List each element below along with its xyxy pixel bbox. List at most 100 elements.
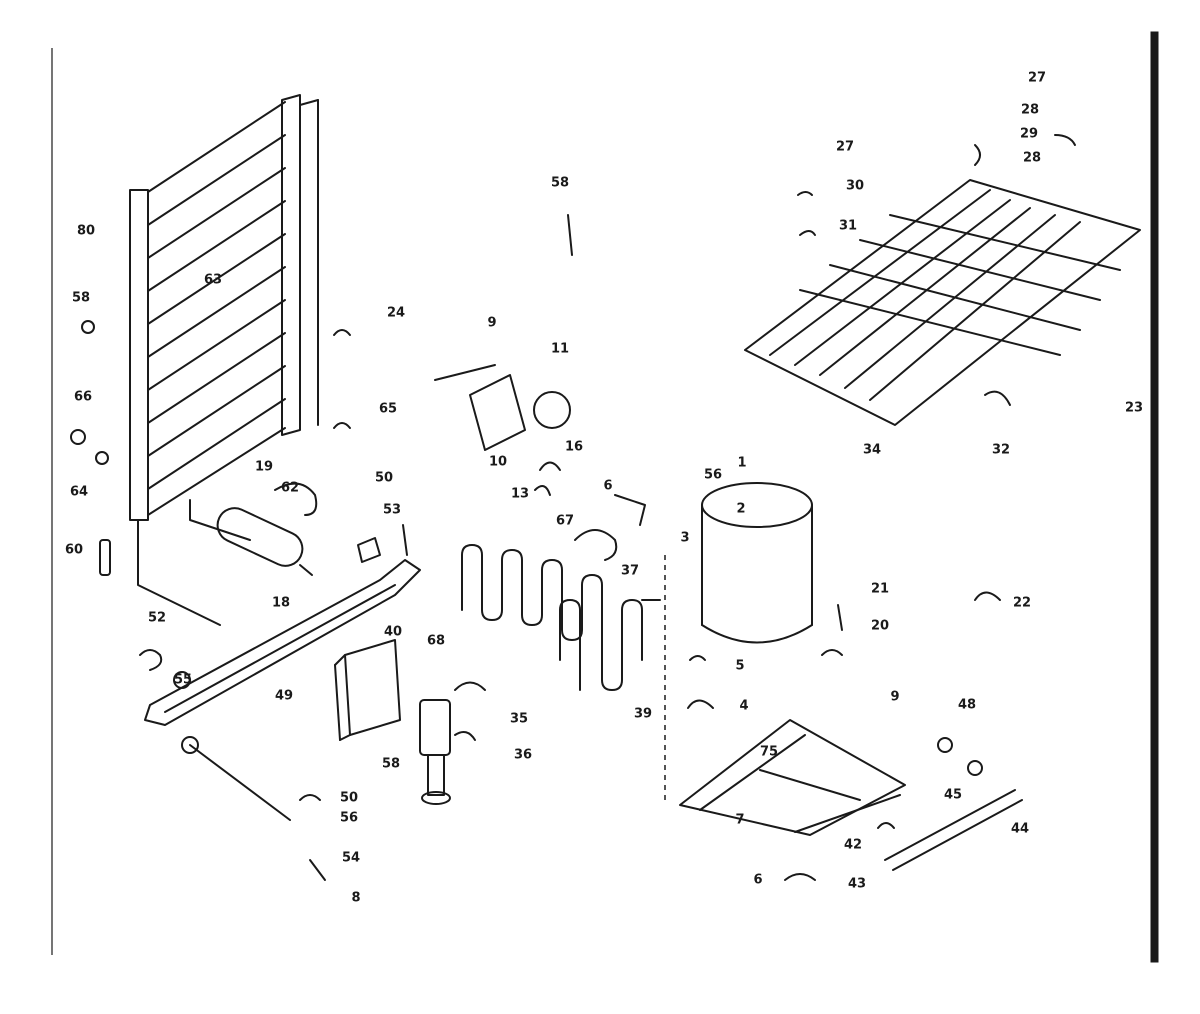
part-label-2: 2 (736, 501, 746, 517)
part-label-21: 21 (870, 581, 890, 597)
part-label-45: 45 (943, 787, 963, 803)
part-label-68: 68 (426, 633, 446, 649)
part-label-27-lower: 27 (835, 139, 855, 155)
part-56-clip (614, 494, 646, 526)
part-52-clip (139, 649, 163, 671)
part-58-screw (567, 214, 573, 256)
part-label-56: 56 (703, 467, 723, 483)
part-label-9-right: 9 (890, 689, 900, 705)
part-label-42: 42 (843, 837, 863, 853)
part-label-8: 8 (351, 890, 361, 906)
part-label-58-bottom: 58 (381, 756, 401, 772)
part-label-1: 1 (737, 455, 747, 471)
part-label-6: 6 (603, 478, 613, 494)
part-30-clip (799, 230, 816, 236)
part-13-clip (534, 485, 551, 496)
part-label-24: 24 (386, 305, 406, 321)
part-label-4: 4 (739, 698, 749, 714)
part-rod (189, 744, 291, 821)
part-label-50-bottom: 50 (339, 790, 359, 806)
part-42-clip (877, 822, 895, 829)
part-55-nut (173, 671, 191, 689)
part-label-55: 55 (173, 672, 193, 688)
part-4-clip (687, 699, 714, 709)
part-label-10: 10 (488, 454, 508, 470)
condenser-coil (129, 94, 319, 626)
part-label-22: 22 (1012, 595, 1032, 611)
part-label-20: 20 (870, 618, 890, 634)
part-5-clip (689, 655, 706, 661)
part-label-58-top: 58 (550, 175, 570, 191)
part-20-clip (821, 649, 843, 656)
part-label-37: 37 (620, 563, 640, 579)
part-label-27: 27 (1027, 70, 1047, 86)
part-label-28-lower: 28 (1022, 150, 1042, 166)
part-label-3: 3 (680, 530, 690, 546)
part-28-clip (974, 144, 981, 166)
part-label-5: 5 (735, 658, 745, 674)
part-label-36: 36 (513, 747, 533, 763)
part-45-nut (967, 760, 983, 776)
valve-assembly (419, 681, 486, 805)
part-label-44: 44 (1010, 821, 1030, 837)
part-label-30: 30 (845, 178, 865, 194)
part-label-49: 49 (274, 688, 294, 704)
part-58-clip (81, 320, 95, 334)
part-label-64: 64 (69, 484, 89, 500)
part-label-63: 63 (203, 272, 223, 288)
part-60-grommet (99, 539, 111, 576)
base-pan-75 (679, 719, 906, 836)
box-40 (334, 639, 401, 741)
part-22-plug (974, 591, 1001, 601)
tube-43 (884, 789, 1023, 871)
part-label-28: 28 (1020, 102, 1040, 118)
part-65-clip (333, 422, 351, 429)
part-label-40: 40 (383, 624, 403, 640)
part-21-screw (837, 604, 843, 631)
part-label-66: 66 (73, 389, 93, 405)
part-53-pin (402, 524, 408, 556)
part-label-54: 54 (341, 850, 361, 866)
fan-shroud-10 (469, 374, 526, 451)
part-label-48: 48 (957, 697, 977, 713)
part-label-6-bottom: 6 (753, 872, 763, 888)
part-label-9: 9 (487, 315, 497, 331)
part-29-clip (1054, 134, 1076, 146)
part-label-29: 29 (1019, 126, 1039, 142)
part-label-67: 67 (555, 513, 575, 529)
part-label-23: 23 (1124, 400, 1144, 416)
part-label-53: 53 (382, 502, 402, 518)
part-label-65: 65 (378, 401, 398, 417)
part-label-58: 58 (71, 290, 91, 306)
part-67-bracket (574, 529, 618, 561)
part-label-60: 60 (64, 542, 84, 558)
part-label-11: 11 (550, 341, 570, 357)
part-label-31: 31 (838, 218, 858, 234)
part-66-screw (70, 429, 86, 445)
part-label-19: 19 (254, 459, 274, 475)
part-label-50: 50 (374, 470, 394, 486)
part-label-35: 35 (509, 711, 529, 727)
part-label-75: 75 (759, 744, 779, 760)
part-label-43: 43 (847, 876, 867, 892)
part-rod-end (181, 736, 199, 754)
bracket-49 (144, 559, 421, 726)
part-label-7: 7 (735, 812, 745, 828)
part-54-pin (309, 859, 326, 881)
part-label-52: 52 (147, 610, 167, 626)
part-6-clip (784, 873, 816, 881)
part-64-screw (95, 451, 109, 465)
fan-motor-11 (533, 391, 571, 429)
right-border-bar (1150, 31, 1159, 963)
part-label-34: 34 (862, 442, 882, 458)
part-48-nut (937, 737, 953, 753)
part-label-80: 80 (76, 223, 96, 239)
part-label-18: 18 (271, 595, 291, 611)
part-label-56-bottom: 56 (339, 810, 359, 826)
part-label-62: 62 (280, 480, 300, 496)
part-label-39: 39 (633, 706, 653, 722)
part-label-32: 32 (991, 442, 1011, 458)
part-27-clip (797, 191, 813, 196)
